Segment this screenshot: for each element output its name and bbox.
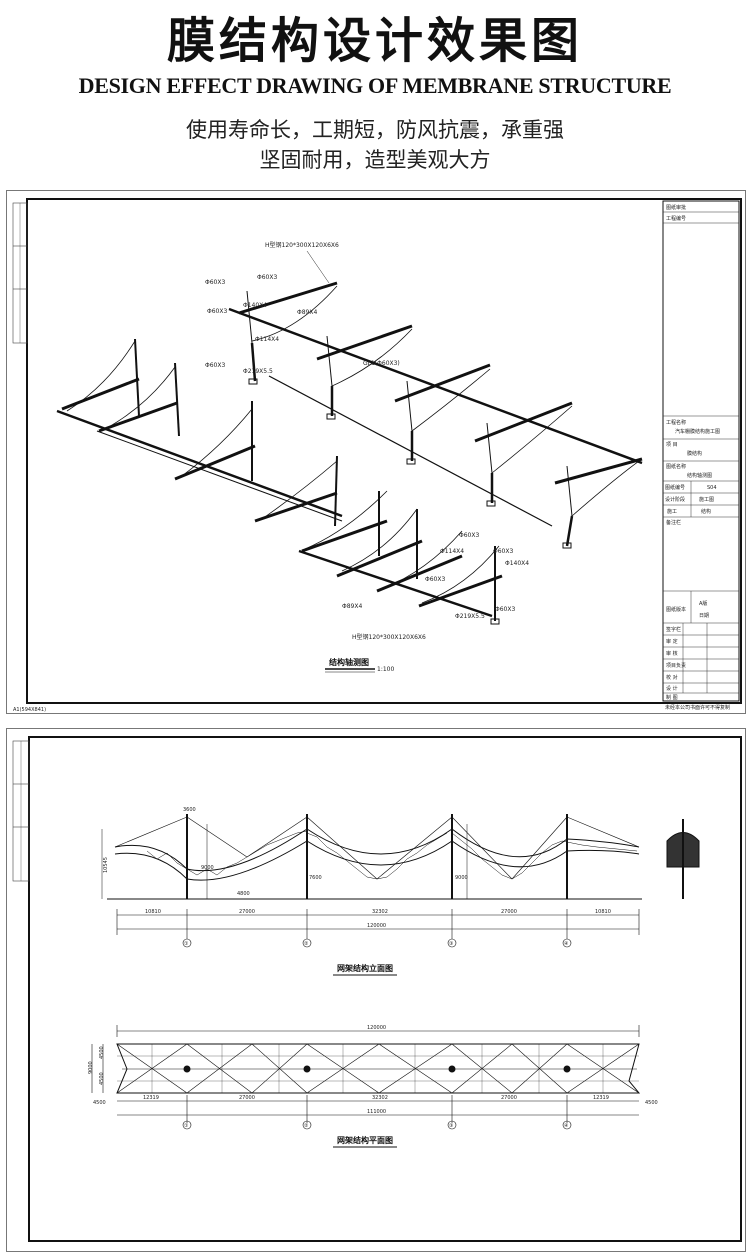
sheet1-caption: 结构轴测图: [329, 657, 369, 667]
plan-dim-b7: 4500: [645, 1100, 658, 1106]
tb-r7: 设计阶段: [665, 496, 685, 503]
tb-r11: 日期: [699, 613, 709, 619]
plan-axis-2: ②: [304, 1123, 309, 1129]
label-p219-b: Φ219X5.5: [455, 613, 485, 620]
elev-small-label-1: 3600: [183, 807, 196, 813]
plan-axis-4: ④: [564, 1123, 569, 1129]
tb-s4: 项目负责: [666, 662, 686, 669]
label-h-beam-bottom: H型钢120*300X120X6X6: [352, 633, 426, 641]
page-title: 膜结构设计效果图: [166, 13, 583, 69]
tb-r5: 图纸名称: [666, 463, 686, 470]
tb-s3: 审 核: [666, 650, 678, 657]
tb-r5-value: 结构轴测图: [687, 472, 712, 479]
elev-dim-2: 27000: [239, 909, 255, 915]
plan-left-dim-2: 4500: [99, 1046, 105, 1059]
label-h-beam-top: H型钢120*300X120X6X6: [265, 241, 339, 249]
label-p60x3-d: Φ60X3: [205, 362, 225, 369]
elev-axis-3: ③: [449, 941, 453, 947]
elev-dim-total: 120000: [367, 923, 386, 929]
tb-r9: 备注栏: [666, 519, 681, 526]
tagline-line-1: 使用寿命长，工期短，防风抗震，承重强: [186, 118, 564, 142]
plan-dim-b5: 27000: [501, 1095, 517, 1101]
label-p60x3-b: Φ60X3: [257, 274, 277, 281]
side-view-sketch: [666, 819, 700, 899]
elev-axis-1: ①: [184, 941, 189, 947]
plan-dim-total-bottom: 111000: [367, 1109, 386, 1115]
plan-left-dim-3: 4500: [99, 1072, 105, 1085]
axonometric-drawing: 图纸审批 工程编号 工程名称 汽车棚膜结构施工图 项 目 膜结构 图纸名称 结构…: [12, 198, 742, 713]
elevation-caption: 网架结构立面图: [337, 963, 393, 973]
tagline-line-2: 坚固耐用，造型美观大方: [259, 148, 491, 172]
elevation-view: [101, 814, 642, 900]
tb-r1: 图纸审批: [666, 204, 686, 211]
label-p89x4-b: Φ89X4: [342, 603, 362, 610]
elev-axis-2: ②: [304, 941, 309, 947]
elev-axis-4: ④: [564, 941, 569, 947]
tb-s1: 签字栏: [666, 626, 681, 633]
label-p60x3-f: Φ60X3: [493, 548, 513, 555]
label-p140x4-a: Φ140X4: [243, 302, 267, 309]
plan-axis-1: ①: [184, 1123, 189, 1129]
tb-r8: 施工: [667, 508, 677, 515]
tb-r6: 图纸编号: [665, 484, 685, 491]
tb-r4-value: 膜结构: [687, 450, 702, 457]
tb-r10: 图纸版本: [666, 606, 686, 613]
plan-dim-b3: 27000: [239, 1095, 255, 1101]
canopy-structure-c: [298, 490, 503, 625]
elev-dim-4: 27000: [501, 909, 517, 915]
plan-left-dim-1: 9000: [88, 1061, 94, 1074]
tb-r4: 项 目: [666, 442, 678, 448]
label-p140x4-b: Φ140X4: [505, 560, 529, 567]
title-block: 图纸审批 工程编号 工程名称 汽车棚膜结构施工图 项 目 膜结构 图纸名称 结构…: [662, 200, 740, 702]
drawing-sheet-axonometric: 图纸审批 工程编号 工程名称 汽车棚膜结构施工图 项 目 膜结构 图纸名称 结构…: [6, 190, 746, 714]
elev-dim-1: 10810: [145, 909, 161, 915]
plan-dim-b6: 12319: [593, 1095, 609, 1101]
label-p60x3-c: Φ60X3: [207, 308, 227, 315]
drawing-sheet-elevation-plan: 10545 3600 9000 7600 9000 4800 10810 270…: [6, 728, 746, 1252]
label-p89x4-a: Φ89X4: [297, 309, 317, 316]
tb-r3-value: 汽车棚膜结构施工图: [675, 428, 720, 435]
plan-caption: 网架结构平面图: [337, 1135, 393, 1145]
label-p60x3-e: Φ60X3: [459, 532, 479, 539]
label-p60x3-h: Φ60X3: [495, 606, 515, 613]
canopy-structure-b: [56, 338, 343, 527]
plan-dim-b2: 12319: [143, 1095, 159, 1101]
tb-r6-value: S04: [707, 485, 717, 491]
tb-r3: 工程名称: [666, 419, 686, 426]
tb-s6: 设 计: [666, 685, 678, 692]
plan-dim-total: 120000: [367, 1025, 386, 1031]
label-p60x3-g: Φ60X3: [425, 576, 445, 583]
elev-left-height: 10545: [103, 857, 109, 873]
sheet-size-note: A1(594X841): [13, 707, 46, 713]
plan-axis-3: ③: [449, 1123, 453, 1129]
elev-dim-3: 32302: [372, 909, 388, 915]
tb-s5: 校 对: [666, 674, 678, 681]
tb-r8-value: 结构: [701, 508, 711, 515]
elev-dim-5: 10810: [595, 909, 611, 915]
tb-s7: 制 图: [666, 694, 678, 701]
tb-r7-value: 施工图: [699, 496, 714, 503]
sheet1-scale: 1:100: [377, 666, 394, 673]
tb-s2: 审 定: [666, 638, 678, 645]
elevation-plan-drawing: 10545 3600 9000 7600 9000 4800 10810 270…: [12, 736, 742, 1242]
tb-footer: 未经本公司书面许可不得复制: [665, 704, 730, 711]
canopy-structure-a: [228, 281, 643, 549]
elev-small-label-3: 7600: [309, 875, 322, 881]
tb-r2: 工程编号: [666, 215, 686, 222]
label-p219-a: Φ219X5.5: [243, 368, 273, 375]
plan-view: [91, 1025, 641, 1130]
tb-r10-value: A版: [699, 600, 707, 607]
elev-small-label-5: 4800: [237, 891, 250, 897]
page-subtitle: DESIGN EFFECT DRAWING OF MEMBRANE STRUCT…: [78, 73, 672, 98]
label-p114x4-a: Φ114X4: [255, 336, 279, 343]
plan-dim-b1: 4500: [93, 1100, 106, 1106]
label-gl1: GL1(Φ60X3): [363, 360, 400, 367]
elev-small-label-2: 9000: [201, 865, 214, 871]
elev-small-label-4: 9000: [455, 875, 468, 881]
plan-dim-b4: 32302: [372, 1095, 388, 1101]
label-p114x4-b: Φ114X4: [440, 548, 464, 555]
label-p60x3-a: Φ60X3: [205, 279, 225, 286]
